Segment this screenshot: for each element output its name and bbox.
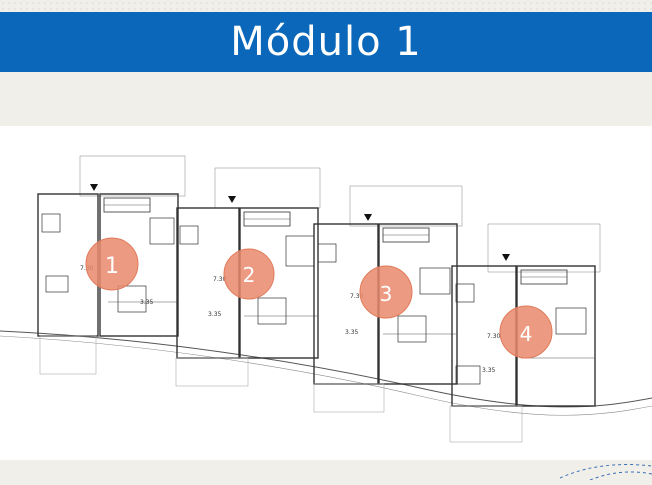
unit-marker-1[interactable]: 1 bbox=[85, 237, 139, 291]
unit-number-3: 3 bbox=[380, 282, 393, 306]
footer-band bbox=[0, 460, 652, 481]
unit-1-width-label: 3.35 bbox=[140, 299, 154, 306]
unit-marker-4[interactable]: 4 bbox=[499, 305, 553, 359]
dotted-top-strip bbox=[0, 0, 652, 12]
unit-4-width-label: 3.35 bbox=[482, 367, 496, 374]
header-spacer bbox=[0, 72, 652, 126]
unit-3-depth-label: 7.30 bbox=[350, 293, 364, 300]
floor-plan-area: 7.30 3.35 7.30 3.35 7.30 3.35 7.30 3.35 … bbox=[0, 126, 652, 460]
page-title: Módulo 1 bbox=[230, 19, 422, 65]
unit-marker-2[interactable]: 2 bbox=[223, 248, 275, 300]
unit-marker-3[interactable]: 3 bbox=[359, 265, 413, 319]
unit-number-4: 4 bbox=[520, 322, 533, 346]
title-bar: Módulo 1 bbox=[0, 12, 652, 72]
unit-2-depth-label: 7.30 bbox=[213, 276, 227, 283]
unit-3-width-label: 3.35 bbox=[345, 329, 359, 336]
unit-number-2: 2 bbox=[243, 263, 256, 287]
terrain-line-inner bbox=[0, 335, 652, 416]
decorative-dashes bbox=[559, 464, 652, 481]
floor-plan-drawing: 7.30 3.35 7.30 3.35 7.30 3.35 7.30 3.35 … bbox=[0, 155, 652, 443]
unit-4-depth-label: 7.30 bbox=[487, 333, 501, 340]
unit-1-plan bbox=[37, 155, 186, 375]
terrain-line bbox=[0, 330, 652, 408]
unit-2-width-label: 3.35 bbox=[208, 311, 222, 318]
unit-number-1: 1 bbox=[105, 254, 119, 279]
